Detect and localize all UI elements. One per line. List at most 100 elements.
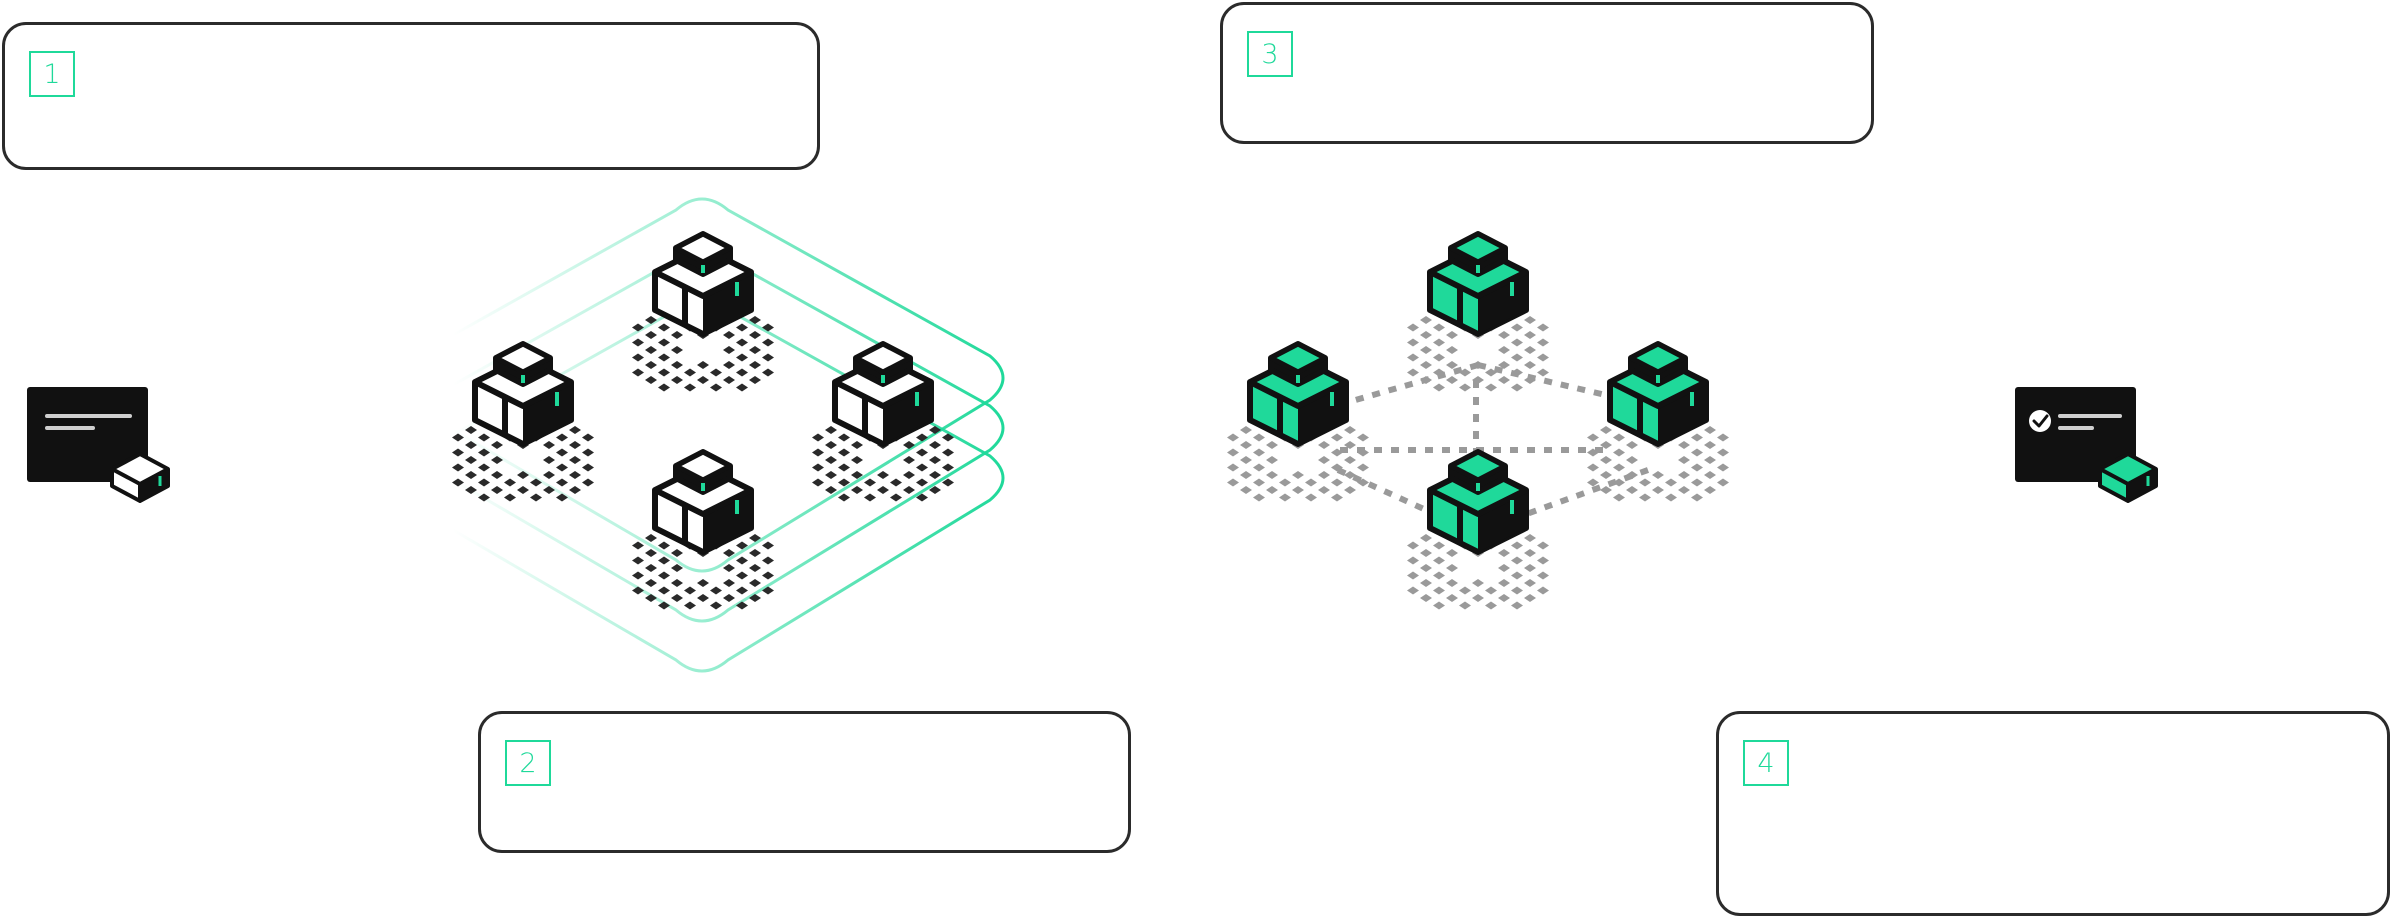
- grid-dot: [1639, 493, 1651, 502]
- grid-dot: [838, 478, 850, 487]
- grid-dot: [1600, 441, 1612, 449]
- check-icon: [2029, 410, 2051, 432]
- grid-dot: [929, 471, 941, 479]
- grid-dot: [736, 571, 748, 580]
- grid-dot: [556, 478, 568, 487]
- grid-dot: [1407, 541, 1419, 550]
- grid-dot: [1446, 579, 1458, 587]
- step-2-badge: 2: [505, 740, 551, 786]
- grid-dot: [1511, 338, 1523, 347]
- grid-dot: [1459, 601, 1471, 610]
- grid-dot: [569, 471, 581, 479]
- grid-dot: [632, 338, 644, 347]
- grid-dot: [491, 456, 503, 464]
- grid-dot: [1511, 601, 1523, 610]
- grid-dot: [1511, 586, 1523, 595]
- grid-dot: [1498, 579, 1510, 587]
- grid-dot: [1420, 594, 1432, 602]
- grid-dot: [825, 426, 837, 434]
- grid-dot: [851, 456, 863, 464]
- grid-dot: [684, 368, 696, 377]
- grid-dot: [723, 549, 735, 557]
- grid-dot: [1704, 441, 1716, 449]
- grid-dot: [1240, 486, 1252, 494]
- grid-dot: [749, 594, 761, 602]
- grid-dot: [1420, 534, 1432, 542]
- grid-dot: [916, 433, 928, 442]
- grid-dot: [710, 383, 722, 392]
- terminal-window: [27, 387, 148, 482]
- grid-dot: [1305, 478, 1317, 487]
- grid-dot: [452, 463, 464, 472]
- grid-dot: [1665, 478, 1677, 487]
- grid-dot: [1253, 493, 1265, 502]
- grid-dot: [1511, 556, 1523, 565]
- grid-dot: [723, 594, 735, 602]
- grid-dot: [1498, 549, 1510, 557]
- grid-dot: [1344, 471, 1356, 479]
- grid-dot: [749, 376, 761, 384]
- grid-dot: [1227, 463, 1239, 472]
- grid-dot: [645, 316, 657, 324]
- grid-dot: [762, 338, 774, 347]
- grid-dot: [1459, 383, 1471, 392]
- grid-dot: [543, 456, 555, 464]
- grid-dot: [452, 433, 464, 442]
- grid-dot: [1446, 549, 1458, 557]
- grid-dot: [645, 564, 657, 572]
- grid-dot: [1537, 323, 1549, 332]
- grid-dot: [582, 448, 594, 457]
- grid-dot: [1691, 493, 1703, 502]
- grid-dot: [1498, 346, 1510, 354]
- grid-dot: [749, 316, 761, 324]
- grid-dot: [812, 433, 824, 442]
- grid-dot: [1717, 433, 1729, 442]
- grid-dot: [1511, 323, 1523, 332]
- grid-dot: [543, 486, 555, 494]
- grid-dot: [1420, 549, 1432, 557]
- grid-dot: [1600, 456, 1612, 464]
- grid-dot: [1407, 571, 1419, 580]
- grid-dot: [838, 448, 850, 457]
- grid-dot: [1485, 601, 1497, 610]
- grid-dot: [1537, 338, 1549, 347]
- grid-dot: [658, 586, 670, 595]
- grid-dot: [1292, 486, 1304, 494]
- grid-dot: [1613, 493, 1625, 502]
- grid-dot: [851, 471, 863, 479]
- grid-dot: [478, 493, 490, 502]
- grid-dot: [517, 471, 529, 479]
- grid-dot: [1485, 368, 1497, 377]
- grid-dot: [645, 331, 657, 339]
- grid-dot: [1357, 433, 1369, 442]
- grid-dot: [736, 353, 748, 362]
- grid-dot: [632, 556, 644, 565]
- grid-dot: [1446, 594, 1458, 602]
- grid-dot: [1717, 478, 1729, 487]
- grid-dot: [697, 594, 709, 602]
- grid-dot: [916, 493, 928, 502]
- grid-dot: [1626, 456, 1638, 464]
- step-3-box: 3: [1220, 2, 1874, 144]
- grid-dot: [671, 564, 683, 572]
- compute-node-white: [472, 341, 574, 447]
- grid-dot: [825, 441, 837, 449]
- grid-dot: [645, 346, 657, 354]
- grid-dot: [1498, 594, 1510, 602]
- grid-dot: [658, 323, 670, 332]
- connection-line: [1337, 362, 1479, 408]
- grid-dot: [1279, 493, 1291, 502]
- grid-dot: [645, 534, 657, 542]
- grid-dot: [1407, 323, 1419, 332]
- grid-dot: [1587, 448, 1599, 457]
- grid-dot: [1433, 571, 1445, 580]
- grid-dot: [1498, 331, 1510, 339]
- grid-dot: [658, 353, 670, 362]
- grid-dot: [1331, 433, 1343, 442]
- grid-dot: [1498, 376, 1510, 384]
- grid-dot: [1240, 426, 1252, 434]
- grid-dot: [530, 493, 542, 502]
- step-2-box: 2: [478, 711, 1131, 853]
- grid-dot: [1446, 346, 1458, 354]
